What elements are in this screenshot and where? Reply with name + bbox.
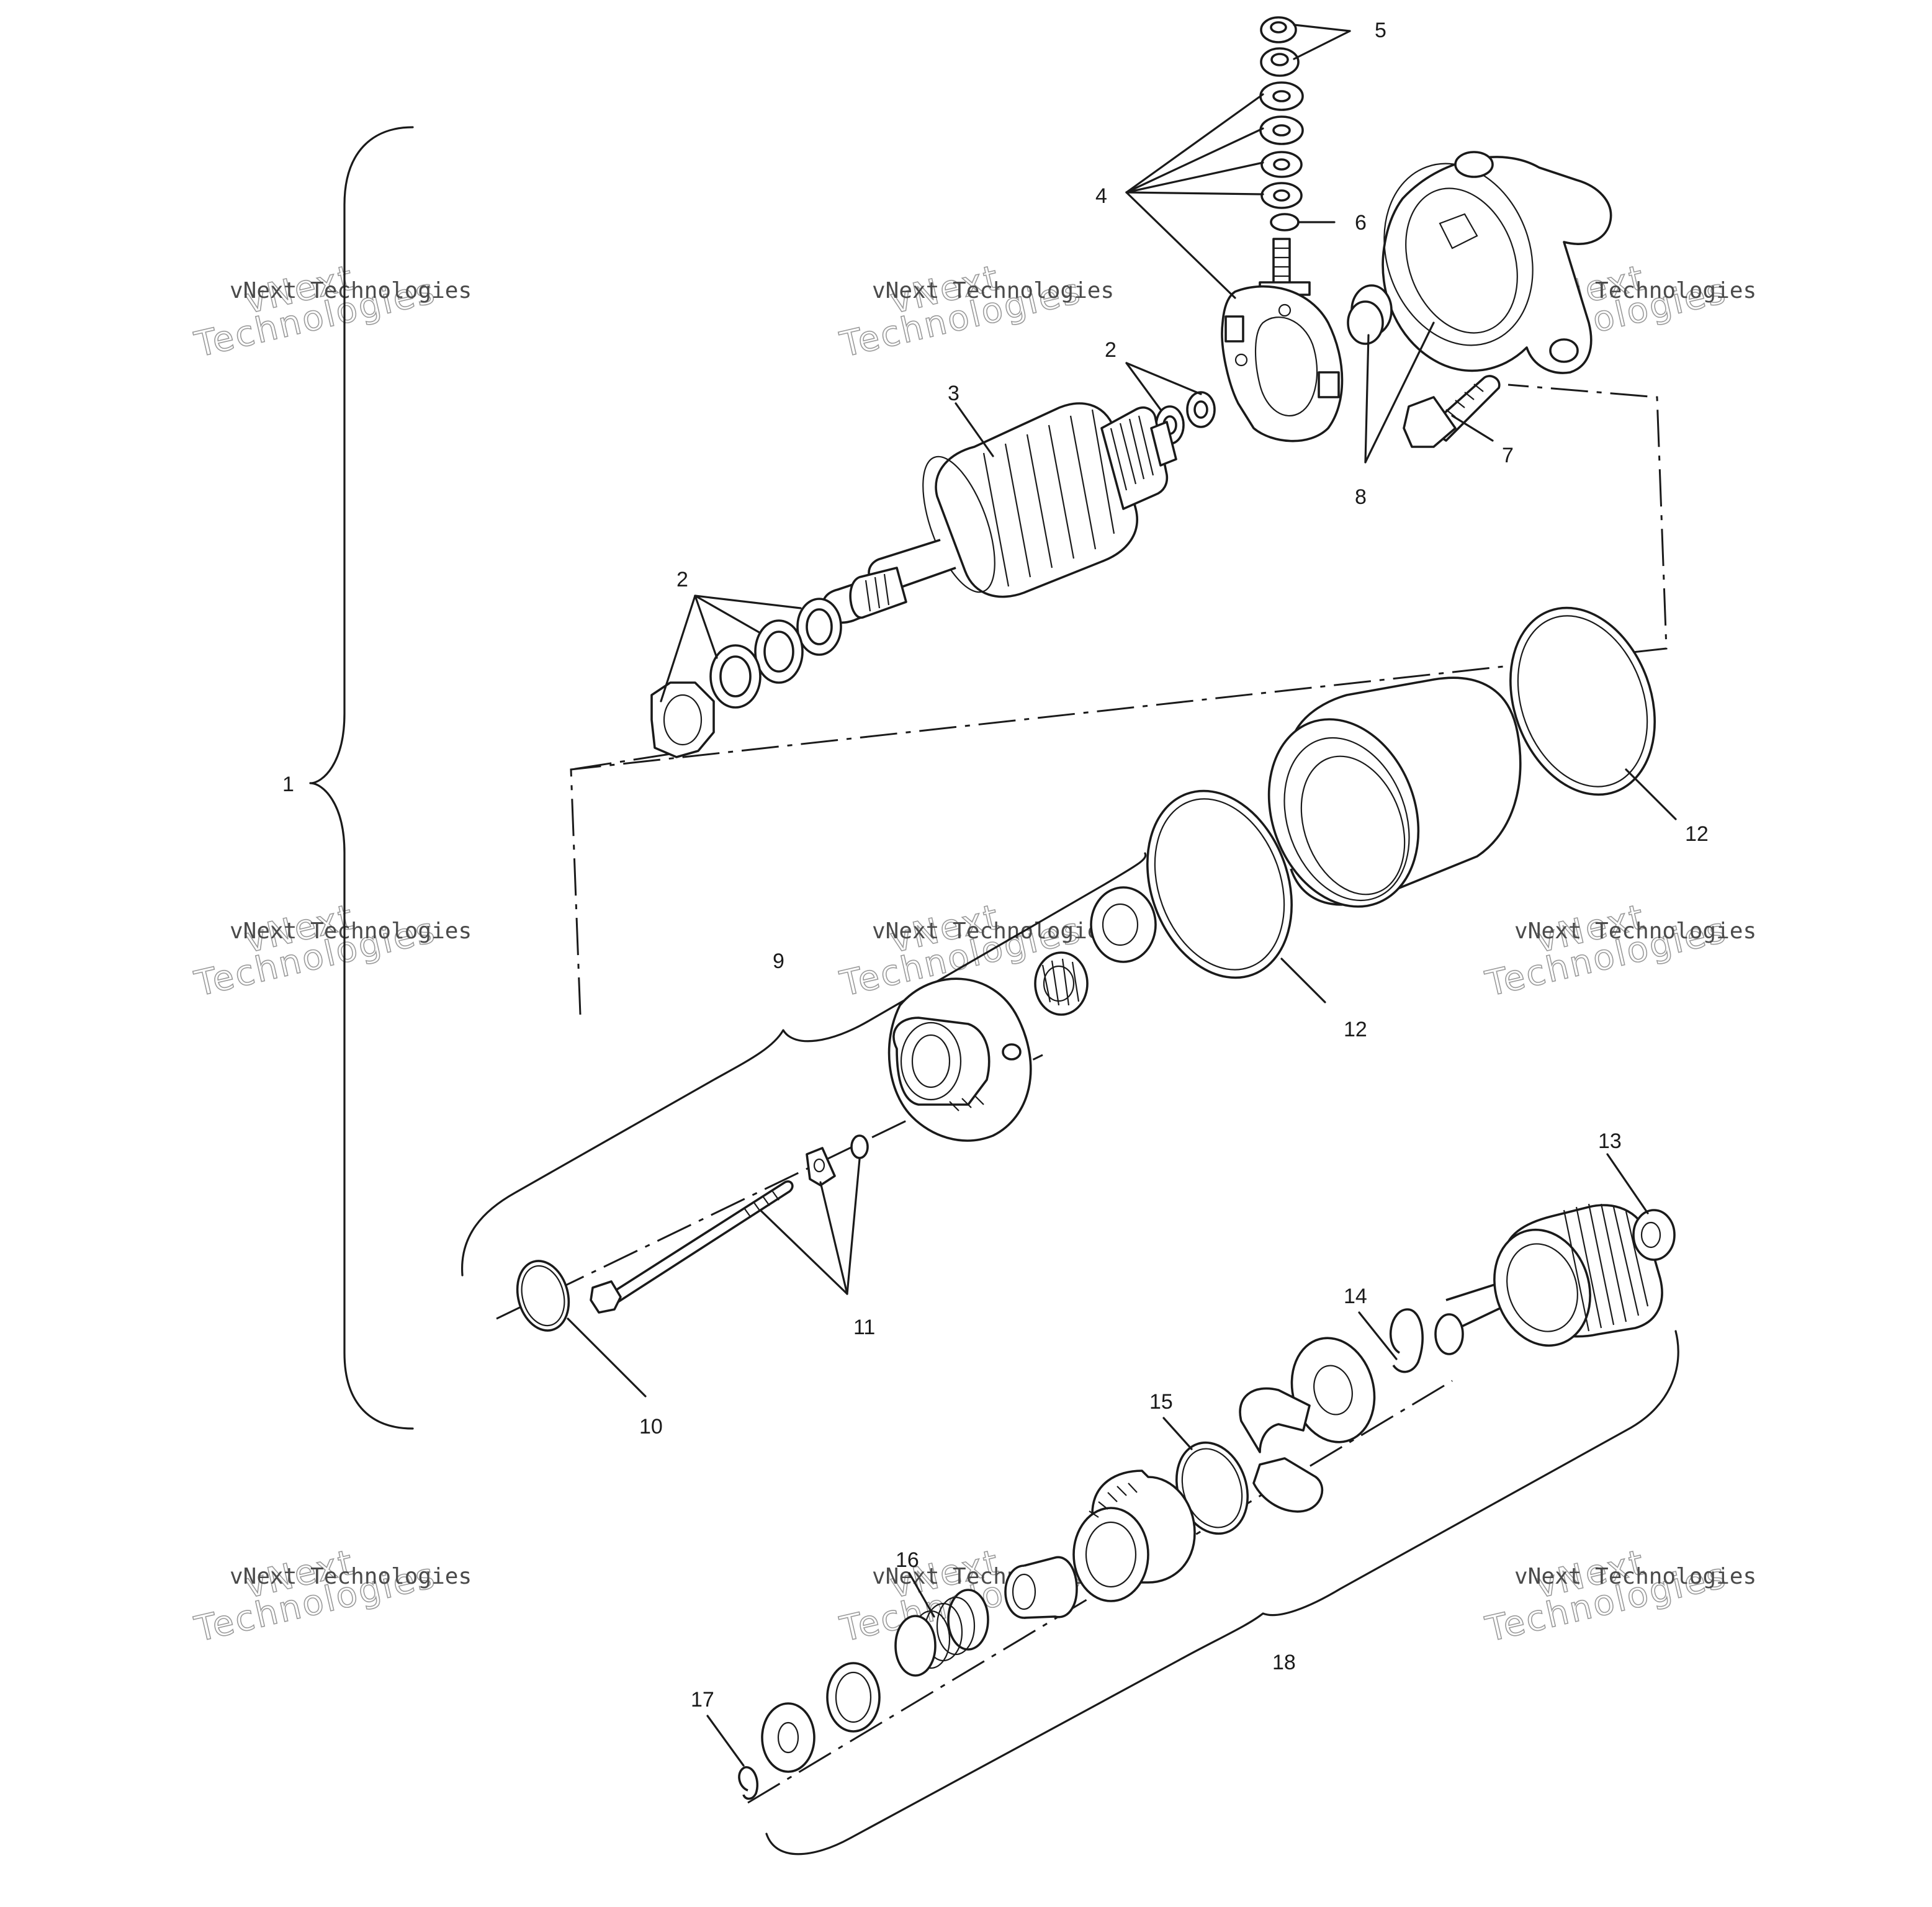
brush-holder-plate <box>1221 238 1344 442</box>
part-8-end-housing <box>1382 151 1612 374</box>
yoke-housing <box>1267 676 1522 908</box>
watermark-4: vNext Technologies vNext Technologies <box>191 896 472 1005</box>
part-14-circlip <box>1389 1308 1424 1373</box>
part-3-armature <box>822 402 1177 624</box>
callout-8: 8 <box>1355 485 1367 509</box>
watermark-1: vNext Technologies vNext Technologies <box>191 257 472 366</box>
callout-14: 14 <box>1344 1285 1367 1308</box>
callout-11: 11 <box>853 1316 875 1339</box>
split-collar <box>1239 1387 1324 1513</box>
brace-1 <box>309 126 414 1430</box>
part-10-o-ring <box>516 1260 570 1332</box>
callout-16: 16 <box>896 1548 919 1572</box>
brace-9 <box>461 852 1147 1277</box>
callout-10: 10 <box>639 1415 663 1438</box>
watermark-2: vNext Technologies vNext Technologies <box>836 257 1114 366</box>
callout-15: 15 <box>1149 1390 1173 1414</box>
brace-18 <box>765 1330 1679 1855</box>
part-9-front-housing <box>887 977 1032 1142</box>
callout-2-lower: 2 <box>676 568 688 591</box>
callout-12-right: 12 <box>1685 822 1709 846</box>
part-13-washer <box>1632 1209 1676 1261</box>
part-6-o-ring <box>1270 213 1300 231</box>
part-16-spring <box>894 1589 989 1677</box>
part-5-nuts <box>1260 16 1300 77</box>
part-11-through-bolt <box>590 1180 794 1314</box>
svg-text:vNext Technologies: vNext Technologies <box>872 278 1114 303</box>
callout-7: 7 <box>1502 444 1514 467</box>
bearing-large <box>1090 886 1157 963</box>
callout-17: 17 <box>691 1688 714 1712</box>
svg-text:vNext Technologies: vNext Technologies <box>230 918 472 944</box>
centerline-pinion <box>747 1380 1453 1804</box>
stopper-cup <box>761 1702 815 1773</box>
drive-gear-shaft <box>1434 1203 1663 1355</box>
part-12-o-ring-left-inner <box>1154 798 1285 971</box>
callout-12-left: 12 <box>1344 1018 1367 1041</box>
callout-4: 4 <box>1095 184 1107 208</box>
drive-washer <box>1290 1337 1376 1443</box>
bearing-needle <box>1034 951 1089 1016</box>
svg-text:vNext Technologies: vNext Technologies <box>1514 918 1756 944</box>
svg-text:vNext Technologies: vNext Technologies <box>230 1564 472 1589</box>
centerline-main <box>570 384 1668 1015</box>
svg-text:vNext Technologies: vNext Technologies <box>872 918 1114 944</box>
part-12-o-ring-right <box>1509 606 1656 796</box>
callout-3: 3 <box>948 382 959 405</box>
part-12-o-ring-right-inner <box>1517 615 1648 787</box>
callout-2-upper: 2 <box>1105 338 1117 362</box>
part-10-o-ring-inner <box>521 1265 565 1327</box>
part-17-circlip <box>738 1766 759 1800</box>
part-11-washers <box>806 1134 869 1187</box>
part-4-washers <box>1259 81 1304 209</box>
spacer-collar <box>1004 1556 1078 1619</box>
watermark-6: vNext Technologies vNext Technologies <box>1481 896 1756 1005</box>
callout-1: 1 <box>282 773 294 796</box>
leader-lines <box>567 24 1677 1767</box>
part-12-o-ring-left <box>1146 789 1293 979</box>
part-2-washers-lower <box>650 598 842 758</box>
part-7-bolt <box>1403 375 1501 448</box>
svg-text:vNext Technologies: vNext Technologies <box>230 278 472 303</box>
watermark-7: vNext Technologies vNext Technologies <box>191 1541 472 1650</box>
centerline-mount <box>570 753 671 771</box>
callout-6: 6 <box>1355 211 1367 235</box>
part-8-bushing <box>1347 284 1393 345</box>
callout-18: 18 <box>1272 1651 1296 1674</box>
spring-cap <box>826 1662 881 1733</box>
watermark-9: vNext Technologies vNext Technologies <box>1481 1541 1756 1650</box>
callout-13: 13 <box>1598 1129 1622 1153</box>
callout-9: 9 <box>773 949 784 973</box>
callouts: 1 2 2 3 4 5 6 7 8 9 10 11 12 12 13 14 15… <box>282 19 1709 1712</box>
callout-5: 5 <box>1375 19 1386 42</box>
svg-text:vNext Technologies: vNext Technologies <box>1514 1564 1756 1589</box>
clutch-gear <box>1072 1470 1196 1602</box>
